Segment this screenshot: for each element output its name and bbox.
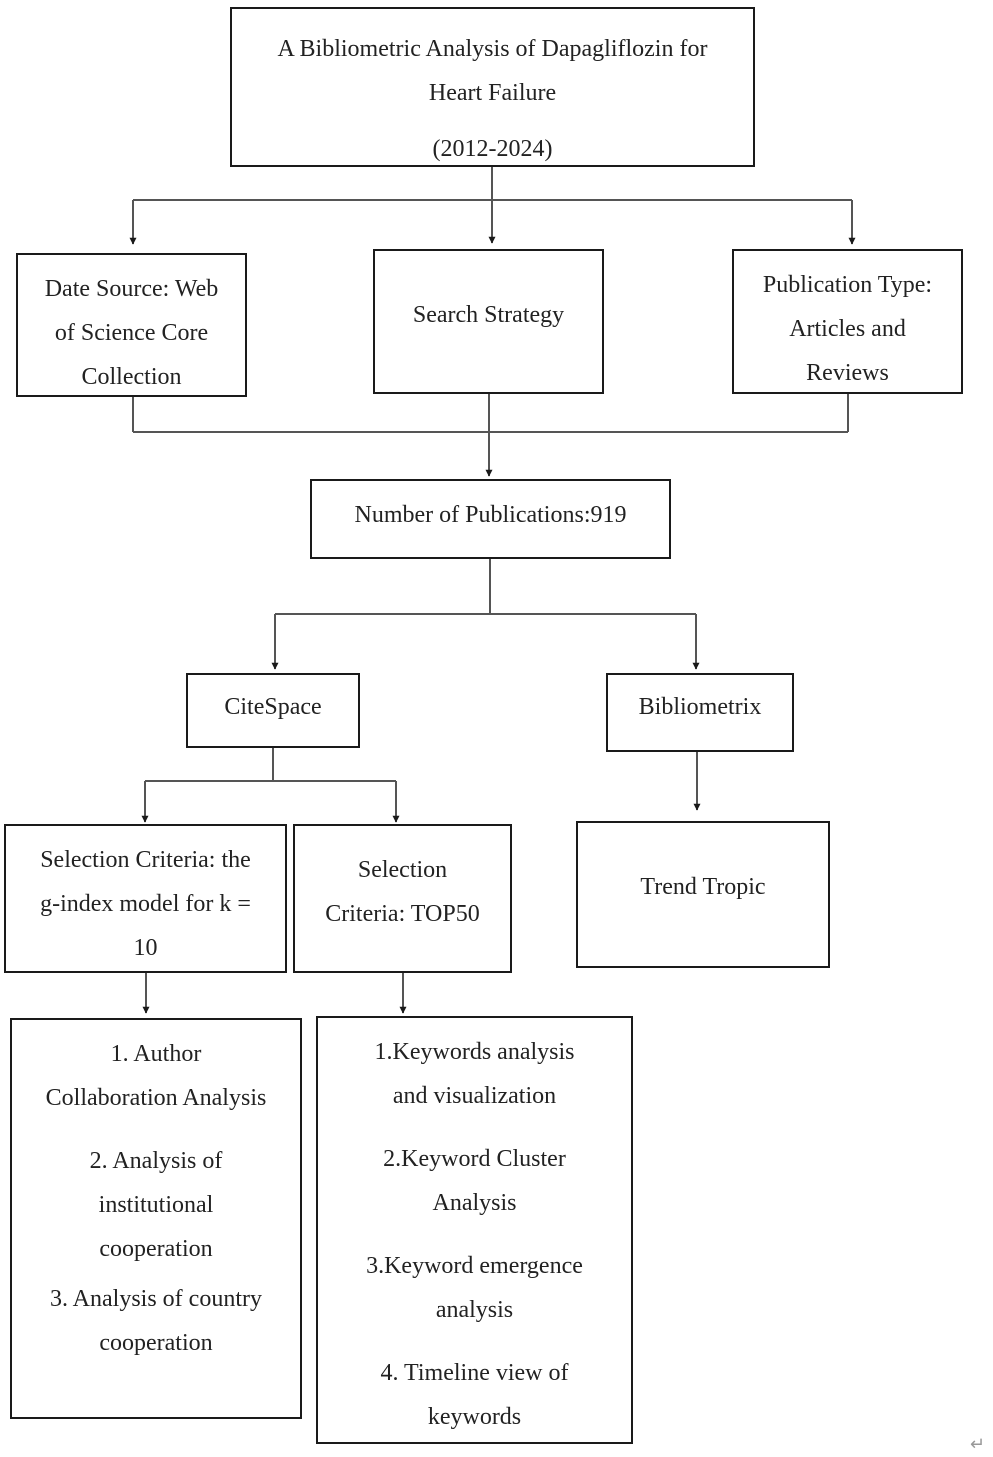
- title-line-1: A Bibliometric Analysis of Dapagliflozin…: [277, 36, 708, 62]
- data-source-line-2: of Science Core: [54, 320, 209, 346]
- left-item-3-line-1: 3. Analysis of country: [50, 1286, 262, 1312]
- title-line-2: Heart Failure: [428, 80, 557, 106]
- criteria-g-line-3: 10: [133, 935, 158, 961]
- right-item-3-line-2: analysis: [435, 1297, 514, 1323]
- publications-label: Number of Publications:919: [354, 502, 627, 528]
- data-source-line-1: Date Source: Web: [44, 276, 219, 302]
- publication-type-box: Publication Type: Articles and Reviews: [732, 249, 963, 394]
- criteria-g-line-1: Selection Criteria: the: [40, 847, 251, 873]
- citespace-analyses-left-box: 1. Author Collaboration Analysis 2. Anal…: [10, 1018, 302, 1419]
- title-box: A Bibliometric Analysis of Dapagliflozin…: [230, 7, 755, 167]
- criteria-g-index-box: Selection Criteria: the g-index model fo…: [4, 824, 287, 973]
- criteria-top-line-2: Criteria: TOP50: [325, 901, 480, 927]
- citespace-box: CiteSpace: [186, 673, 360, 748]
- publication-type-line-1: Publication Type:: [762, 272, 933, 298]
- search-strategy-label: Search Strategy: [412, 302, 565, 328]
- publication-type-line-2: Articles and: [789, 316, 906, 342]
- bibliometrix-box: Bibliometrix: [606, 673, 794, 752]
- trend-topic-box: Trend Tropic: [576, 821, 830, 968]
- citespace-label: CiteSpace: [224, 694, 322, 720]
- right-item-4-line-1: 4. Timeline view of: [380, 1360, 569, 1386]
- right-item-3-line-1: 3.Keyword emergence: [366, 1253, 583, 1279]
- data-source-box: Date Source: Web of Science Core Collect…: [16, 253, 247, 397]
- title-line-3: (2012-2024): [432, 136, 553, 162]
- left-item-3-line-2: cooperation: [99, 1330, 213, 1356]
- left-item-2-line-2: institutional: [98, 1192, 214, 1218]
- right-item-1-line-1: 1.Keywords analysis: [374, 1039, 575, 1065]
- criteria-g-line-2: g-index model for k =: [40, 891, 251, 917]
- left-item-2-line-1: 2. Analysis of: [89, 1148, 223, 1174]
- right-item-2-line-1: 2.Keyword Cluster: [383, 1146, 566, 1172]
- publication-type-line-3: Reviews: [806, 360, 889, 386]
- bibliometrix-label: Bibliometrix: [638, 694, 762, 720]
- left-item-1-line-2: Collaboration Analysis: [45, 1085, 267, 1111]
- return-mark-icon: ↵: [969, 1434, 985, 1455]
- criteria-top50-box: Selection Criteria: TOP50: [293, 824, 512, 973]
- left-item-1-line-1: 1. Author: [110, 1041, 202, 1067]
- right-item-4-line-2: keywords: [427, 1404, 522, 1430]
- publications-box: Number of Publications:919: [310, 479, 671, 559]
- right-item-1-line-2: and visualization: [392, 1083, 557, 1109]
- trend-topic-label: Trend Tropic: [640, 874, 766, 900]
- left-item-2-line-3: cooperation: [99, 1236, 213, 1262]
- search-strategy-box: Search Strategy: [373, 249, 604, 394]
- citespace-analyses-right-box: 1.Keywords analysis and visualization 2.…: [316, 1016, 633, 1444]
- criteria-top-line-1: Selection: [357, 857, 448, 883]
- right-item-2-line-2: Analysis: [432, 1190, 517, 1216]
- data-source-line-3: Collection: [81, 364, 182, 390]
